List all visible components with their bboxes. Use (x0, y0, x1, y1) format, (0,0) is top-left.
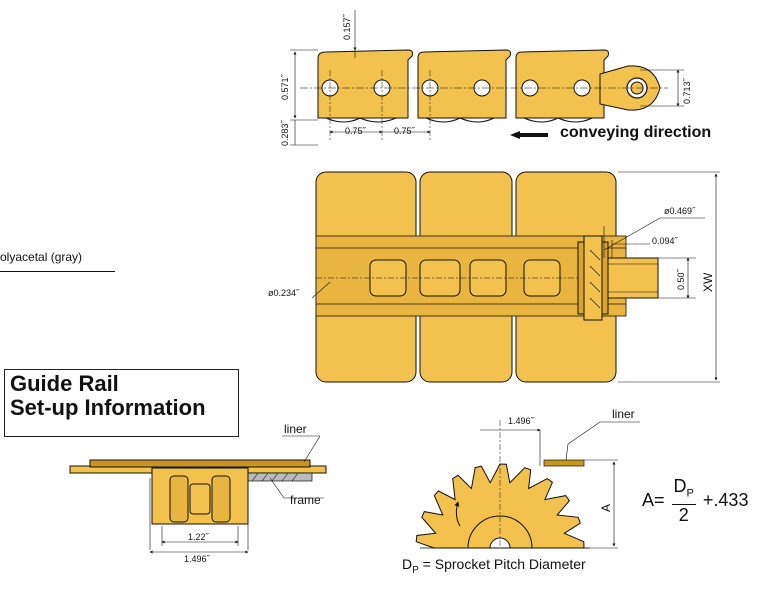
pitch-label-1: 0.75˝ (345, 126, 367, 136)
guide-dim-1496: 1.496˝ (184, 554, 211, 564)
dim-0157: 0.157˝ (342, 13, 352, 40)
pitch-label-2: 0.75˝ (394, 126, 416, 136)
dia-0469: ø0.469˝ (664, 206, 696, 216)
sprocket-diagram (415, 420, 640, 549)
formula-numerator: DP (671, 476, 696, 505)
dim-050: 0.50˝ (676, 268, 686, 290)
dia-0234: ø0.234˝ (268, 288, 300, 298)
dim-0094: 0.094˝ (652, 236, 679, 246)
formula-rhs: +.433 (702, 489, 749, 510)
sprocket-pitch-diameter-label: DP = Sprocket Pitch Diameter (402, 556, 586, 576)
guide-liner-label: liner (284, 422, 307, 436)
xw-label: XW (701, 272, 715, 292)
material-label: olyacetal (gray) (0, 250, 83, 264)
formula-numerator-d: D (673, 476, 687, 496)
side-view-chain (300, 49, 668, 140)
plan-view-dimensions (311, 171, 720, 383)
direction-arrow-icon (510, 131, 548, 139)
sprocket-dim-1496: 1.496˝ (508, 416, 535, 426)
dim-0571: 0.571˝ (280, 73, 290, 100)
material-underline (0, 271, 115, 272)
formula-lhs: A= (642, 489, 665, 510)
sprocket-liner-label: liner (612, 407, 635, 421)
formula-fraction: DP 2 (671, 476, 696, 525)
dp-subscript: P (412, 564, 419, 576)
height-formula: A= DP 2 +.433 (642, 476, 748, 525)
dp-symbol: D (402, 556, 413, 572)
guide-rail-diagram (69, 435, 327, 554)
sprocket-a-label: A (599, 504, 613, 512)
dim-0283: 0.283˝ (280, 119, 290, 146)
plan-view-chain (315, 171, 659, 383)
guide-rail-title-line2: Set-up Information (10, 395, 206, 420)
guide-frame-label: frame (290, 493, 321, 507)
guide-rail-title-box (4, 369, 239, 437)
guide-rail-title: Guide Rail Set-up Information (10, 372, 206, 420)
formula-numerator-sub: P (686, 487, 694, 500)
guide-dim-122: 1.22˝ (188, 532, 210, 542)
dim-0713: 0.713˝ (682, 77, 692, 104)
formula-denominator: 2 (678, 504, 689, 525)
conveying-direction-label: conveying direction (560, 124, 711, 141)
guide-rail-title-line1: Guide Rail (10, 371, 119, 396)
side-view-dimensions (290, 10, 684, 146)
dp-description: = Sprocket Pitch Diameter (418, 556, 586, 572)
